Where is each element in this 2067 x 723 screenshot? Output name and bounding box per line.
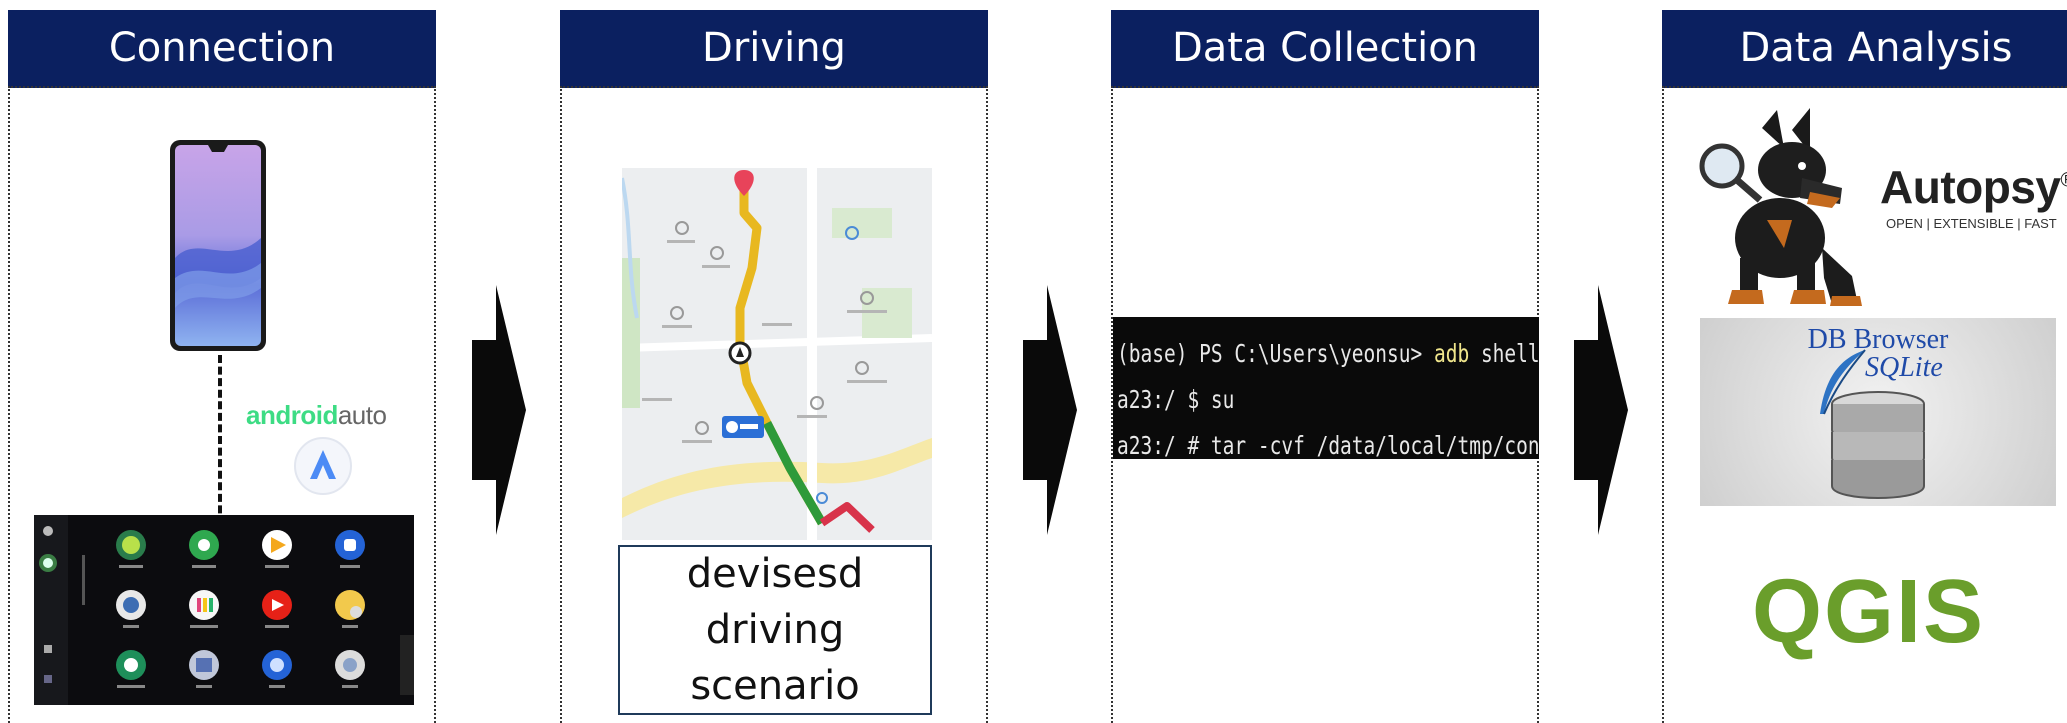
scenario-line-3: scenario	[690, 663, 860, 709]
terminal-line-3: a23:/ # tar -cvf /data/local/tmp/contact…	[1117, 431, 1539, 459]
adb-terminal: (base) PS C:\Users\yeonsu> adb shell a23…	[1113, 317, 1539, 459]
panel-title: Connection	[8, 10, 436, 88]
panel-connection: Connection androidauto	[8, 10, 436, 723]
autopsy-logo: Autopsy® OPEN | EXTENSIBLE | FAST	[1692, 108, 2067, 308]
autopsy-registered-mark: ®	[2061, 170, 2067, 192]
panel-data-collection: Data Collection (base) PS C:\Users\yeons…	[1111, 10, 1539, 723]
smartphone-image	[170, 140, 266, 351]
database-icon	[1831, 391, 1925, 499]
panel-title: Data Collection	[1111, 10, 1539, 88]
android-auto-dashboard-image	[34, 515, 414, 705]
scenario-line-2: driving	[705, 607, 845, 653]
panel-data-analysis: Data Analysis Autopsy® OPEN | EXTENSIBLE…	[1662, 10, 2067, 723]
feather-quill-icon	[1820, 349, 1866, 415]
android-auto-icon	[294, 437, 352, 495]
db-browser-sqlite-logo: DB Browser SQLite	[1700, 318, 2056, 506]
arrow-right-icon	[1023, 285, 1077, 535]
terminal-line-2: a23:/ $ su	[1117, 385, 1235, 414]
connector-line	[218, 355, 222, 525]
driving-route-map-image	[622, 168, 932, 540]
db-browser-title: DB Browser	[1807, 324, 1949, 355]
terminal-line-1: (base) PS C:\Users\yeonsu> adb shell	[1117, 339, 1539, 368]
qgis-logo: QGIS	[1752, 562, 1986, 662]
db-browser-sqlite-label: SQLite	[1865, 352, 1943, 383]
android-auto-logo: androidauto	[246, 400, 387, 430]
arrow-right-icon	[472, 285, 526, 535]
autopsy-tagline: OPEN | EXTENSIBLE | FAST	[1886, 216, 2057, 231]
arrow-right-icon	[1574, 285, 1628, 535]
panel-title: Driving	[560, 10, 988, 88]
scenario-line-1: devisesd	[686, 551, 864, 597]
scenario-label-box: devisesd driving scenario	[618, 545, 932, 715]
autopsy-name: Autopsy	[1880, 161, 2061, 213]
autopsy-dog-icon	[1699, 108, 1862, 306]
panel-title: Data Analysis	[1662, 10, 2067, 88]
panel-driving: Driving de	[560, 10, 988, 723]
